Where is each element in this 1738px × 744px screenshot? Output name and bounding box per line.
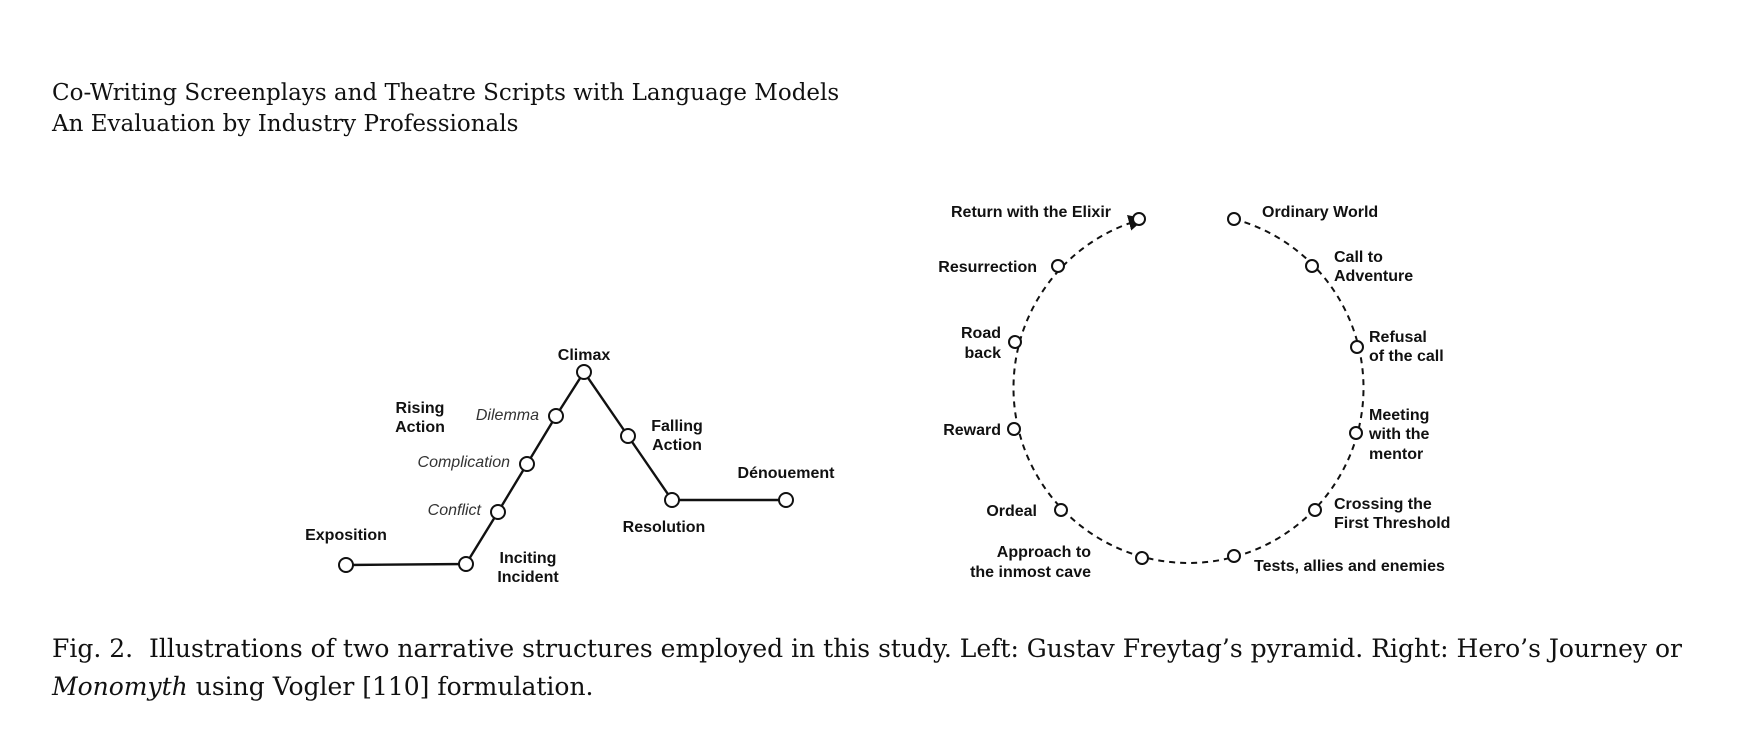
label-reward: Reward bbox=[943, 422, 1001, 439]
node-climax bbox=[576, 364, 592, 380]
label-exposition: Exposition bbox=[305, 527, 387, 544]
label-rising-line2: Action bbox=[395, 419, 445, 436]
label-ordeal: Ordeal bbox=[986, 503, 1037, 520]
node-ordinary-world bbox=[1227, 212, 1241, 226]
node-crossing-threshold bbox=[1308, 503, 1322, 517]
label-refusal-line2: of the call bbox=[1369, 348, 1444, 365]
node-exposition bbox=[338, 557, 354, 573]
label-inciting-line2: Incident bbox=[497, 569, 559, 586]
node-meeting-mentor bbox=[1349, 426, 1363, 440]
node-reward bbox=[1007, 422, 1021, 436]
label-meeting-line3: mentor bbox=[1369, 446, 1423, 463]
node-ordeal bbox=[1054, 503, 1068, 517]
label-resolution: Resolution bbox=[623, 519, 706, 536]
label-dilemma: Dilemma bbox=[476, 407, 539, 424]
caption-prefix: Fig. 2. bbox=[52, 634, 134, 663]
node-refusal bbox=[1350, 340, 1364, 354]
node-approach bbox=[1135, 551, 1149, 565]
label-ordinary-world: Ordinary World bbox=[1262, 204, 1378, 221]
label-road-line1: Road bbox=[961, 325, 1001, 342]
node-tests bbox=[1227, 549, 1241, 563]
caption-text-1: Illustrations of two narrative structure… bbox=[149, 634, 1682, 663]
label-inciting-line1: Inciting bbox=[500, 550, 557, 567]
label-road-line2: back bbox=[965, 345, 1002, 362]
label-resurrection: Resurrection bbox=[938, 259, 1037, 276]
figure-caption: Fig. 2. Illustrations of two narrative s… bbox=[52, 630, 1712, 706]
node-resurrection bbox=[1051, 259, 1065, 273]
header-subtitle: An Evaluation by Industry Professionals bbox=[52, 111, 519, 137]
label-return-elixir: Return with the Elixir bbox=[951, 204, 1111, 221]
heros-journey-cycle: Ordinary World Call to Adventure Refusal… bbox=[938, 204, 1450, 581]
running-header: Co-Writing Screenplays and Theatre Scrip… bbox=[52, 78, 839, 140]
freytag-pyramid: Exposition Inciting Incident Conflict Co… bbox=[305, 347, 835, 586]
node-falling-action bbox=[620, 428, 636, 444]
header-title: Co-Writing Screenplays and Theatre Scrip… bbox=[52, 80, 840, 106]
caption-text-2: using Vogler [110] formulation. bbox=[195, 672, 594, 701]
node-dilemma bbox=[548, 408, 564, 424]
label-denouement: Dénouement bbox=[738, 465, 836, 482]
label-rising-line1: Rising bbox=[396, 400, 445, 417]
caption-italic: Monomyth bbox=[52, 672, 188, 701]
node-conflict bbox=[490, 504, 506, 520]
node-complication bbox=[519, 456, 535, 472]
label-complication: Complication bbox=[418, 454, 511, 471]
node-resolution bbox=[664, 492, 680, 508]
label-conflict: Conflict bbox=[428, 502, 482, 519]
label-falling-line1: Falling bbox=[651, 418, 703, 435]
node-return-elixir bbox=[1132, 212, 1146, 226]
label-crossing-line2: First Threshold bbox=[1334, 515, 1450, 532]
label-crossing-line1: Crossing the bbox=[1334, 496, 1432, 513]
label-call-line2: Adventure bbox=[1334, 268, 1413, 285]
node-denouement bbox=[778, 492, 794, 508]
node-road-back bbox=[1008, 335, 1022, 349]
label-call-line1: Call to bbox=[1334, 249, 1383, 266]
label-tests: Tests, allies and enemies bbox=[1254, 558, 1445, 575]
label-meeting-line2: with the bbox=[1368, 426, 1430, 443]
label-approach-line1: Approach to bbox=[997, 544, 1091, 561]
label-falling-line2: Action bbox=[652, 437, 702, 454]
label-meeting-line1: Meeting bbox=[1369, 407, 1429, 424]
label-refusal-line1: Refusal bbox=[1369, 329, 1427, 346]
node-inciting-incident bbox=[458, 556, 474, 572]
label-climax: Climax bbox=[558, 347, 611, 364]
label-approach-line2: the inmost cave bbox=[970, 564, 1091, 581]
node-call-to-adventure bbox=[1305, 259, 1319, 273]
